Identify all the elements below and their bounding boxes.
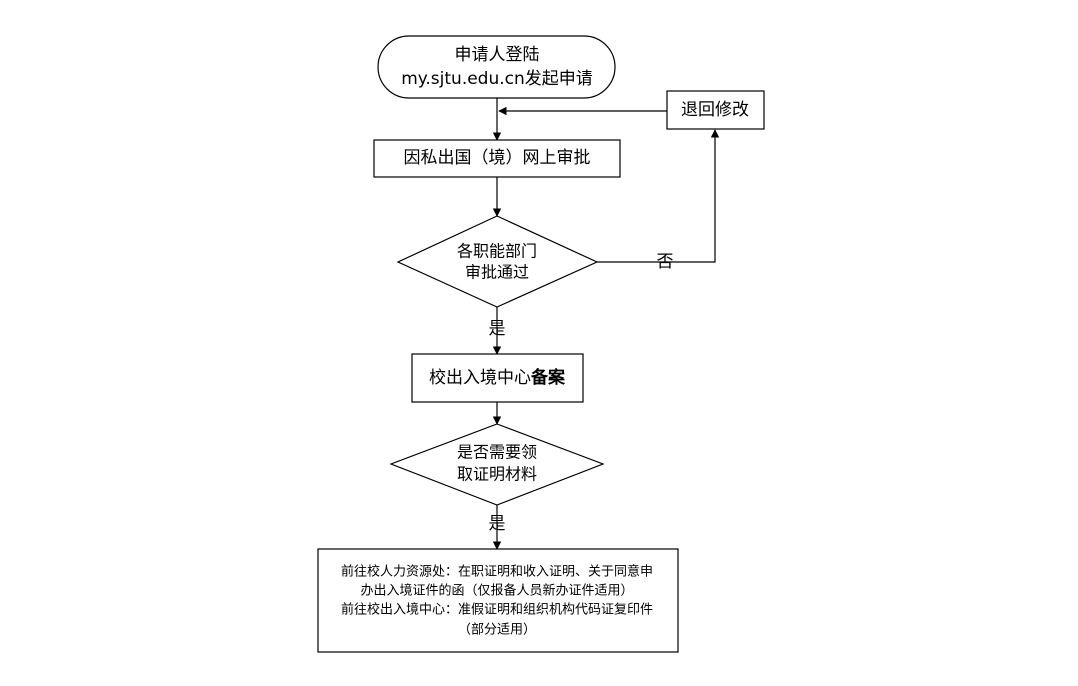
edge-label-yes-1: 是 — [489, 319, 506, 339]
final-info-line1: 前往校人力资源处：在职证明和收入证明、关于同意申 — [341, 564, 653, 580]
start-node-line1: 申请人登陆 — [455, 45, 540, 65]
final-info-line2: 办出入境证件的函（仅报备人员新办证件适用） — [360, 583, 633, 599]
dept-decision-line1: 各职能部门 — [457, 242, 537, 261]
edge-label-yes-2: 是 — [489, 514, 506, 534]
record-center-label-normal: 校出入境中心 — [429, 368, 531, 388]
edge-label-no: 否 — [657, 252, 674, 272]
return-edit-label: 退回修改 — [681, 100, 749, 120]
docs-decision-line2: 取证明材料 — [457, 465, 537, 484]
start-node-line2: my.sjtu.edu.cn发起申请 — [401, 69, 593, 89]
final-info-line3: 前往校出入境中心：准假证明和组织机构代码证复印件 — [341, 602, 653, 618]
docs-decision-node: 是否需要领 取证明材料 — [389, 423, 605, 506]
record-center-label: 校出入境中心备案 — [429, 367, 566, 388]
docs-decision-line1: 是否需要领 — [457, 443, 537, 462]
return-edit-node: 退回修改 — [666, 90, 765, 130]
final-info-line4: （部分适用） — [458, 623, 536, 638]
dept-decision-node: 各职能部门 审批通过 — [396, 215, 599, 308]
online-approval-node: 因私出国（境）网上审批 — [373, 139, 621, 178]
final-info-node: 前往校人力资源处：在职证明和收入证明、关于同意申 办出入境证件的函（仅报备人员新… — [317, 548, 679, 653]
record-center-label-bold: 备案 — [530, 367, 566, 388]
dept-decision-line2: 审批通过 — [465, 263, 529, 282]
online-approval-label: 因私出国（境）网上审批 — [404, 148, 591, 168]
edge-dept-decision-no — [597, 129, 720, 263]
start-node: 申请人登陆 my.sjtu.edu.cn发起申请 — [377, 35, 616, 99]
record-center-node: 校出入境中心备案 — [411, 353, 584, 403]
